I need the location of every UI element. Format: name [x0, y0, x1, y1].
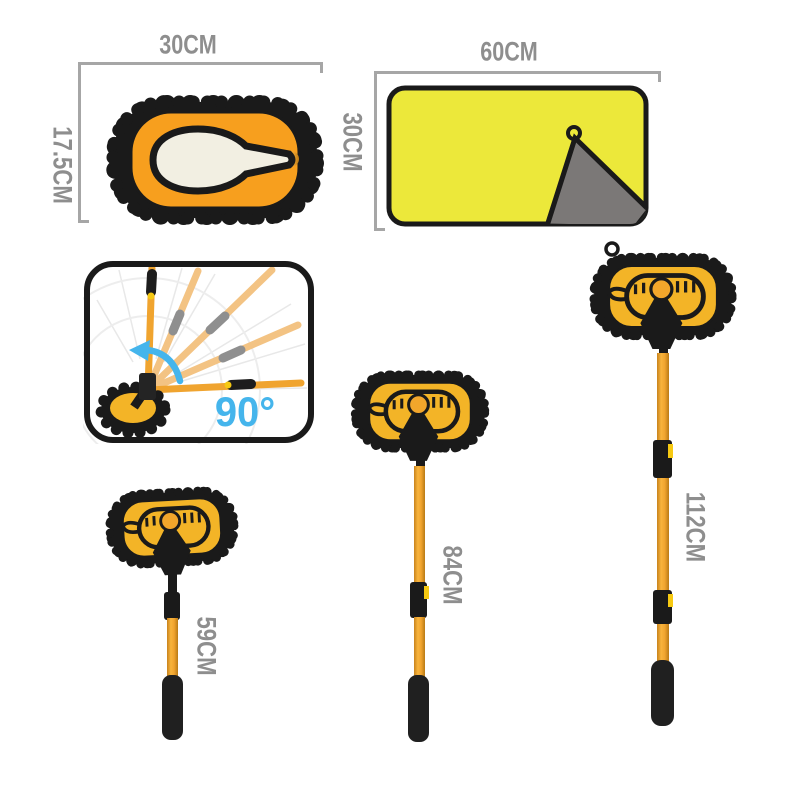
mop-long-stem	[659, 346, 668, 356]
mop-long-lock-collar-1	[653, 440, 672, 478]
mop-long-grip	[651, 660, 674, 726]
mop-short	[93, 474, 263, 740]
mop-short-collar	[164, 592, 180, 620]
mop-medium-upper-pole	[414, 466, 425, 584]
mop-medium-lock-clip	[424, 586, 429, 599]
mop-head-width-label: 30CM	[159, 29, 217, 60]
mop-head-height-line-end-tick	[78, 220, 89, 223]
towel-hang-loop	[566, 125, 582, 141]
mop-head-width-line-end-tick	[320, 62, 323, 73]
mop-head-height-label: 17.5CM	[47, 126, 78, 204]
mop-long-length-label: 112CM	[680, 491, 711, 563]
towel-width-line-end-tick	[658, 71, 661, 82]
mop-short-length-label: 59CM	[191, 616, 222, 676]
mop-long-lock-clip-2	[668, 594, 673, 607]
mop-long-head	[594, 258, 731, 349]
mop-short-stem	[168, 572, 177, 596]
towel-top-view	[386, 85, 649, 227]
mop-long-pole-2	[657, 478, 669, 590]
rotation-angle-label: 90°	[214, 388, 276, 435]
mop-long-lock-collar-2	[653, 590, 672, 624]
pivot-mop-head	[95, 373, 171, 439]
rotation-arrow-icon	[129, 340, 184, 385]
mop-long	[578, 241, 756, 726]
towel-width-label: 60CM	[480, 36, 538, 67]
mop-long-hang-loop	[604, 241, 620, 257]
mop-short-grip	[162, 675, 183, 740]
mop-medium-head	[355, 375, 484, 461]
inset-border	[84, 261, 314, 443]
mop-medium-lower-pole	[414, 617, 425, 678]
towel-width-line	[374, 71, 661, 74]
mop-head-top-view	[106, 95, 324, 225]
handle-positions-fan	[144, 264, 305, 394]
mop-short-head	[108, 489, 236, 578]
mop-long-lock-clip-1	[668, 444, 673, 458]
mop-head-width-line	[80, 62, 323, 65]
mop-long-pole-3	[657, 624, 669, 662]
mop-medium	[340, 358, 510, 742]
mop-medium-grip	[408, 675, 429, 742]
mop-medium-lock-collar	[410, 582, 427, 618]
towel-height-line-end-tick	[374, 228, 385, 231]
inner-pad-channel	[149, 125, 296, 195]
mop-head-height-line	[78, 62, 81, 223]
towel-folded-corner	[543, 133, 646, 224]
towel-height-label: 30CM	[337, 112, 368, 172]
mop-long-pole-1	[657, 353, 669, 441]
mop-medium-length-label: 84CM	[437, 545, 468, 605]
rotation-range-inset	[83, 261, 314, 444]
mop-short-pole	[167, 618, 178, 679]
towel-height-line	[374, 71, 377, 231]
mop-medium-stem	[416, 458, 425, 468]
